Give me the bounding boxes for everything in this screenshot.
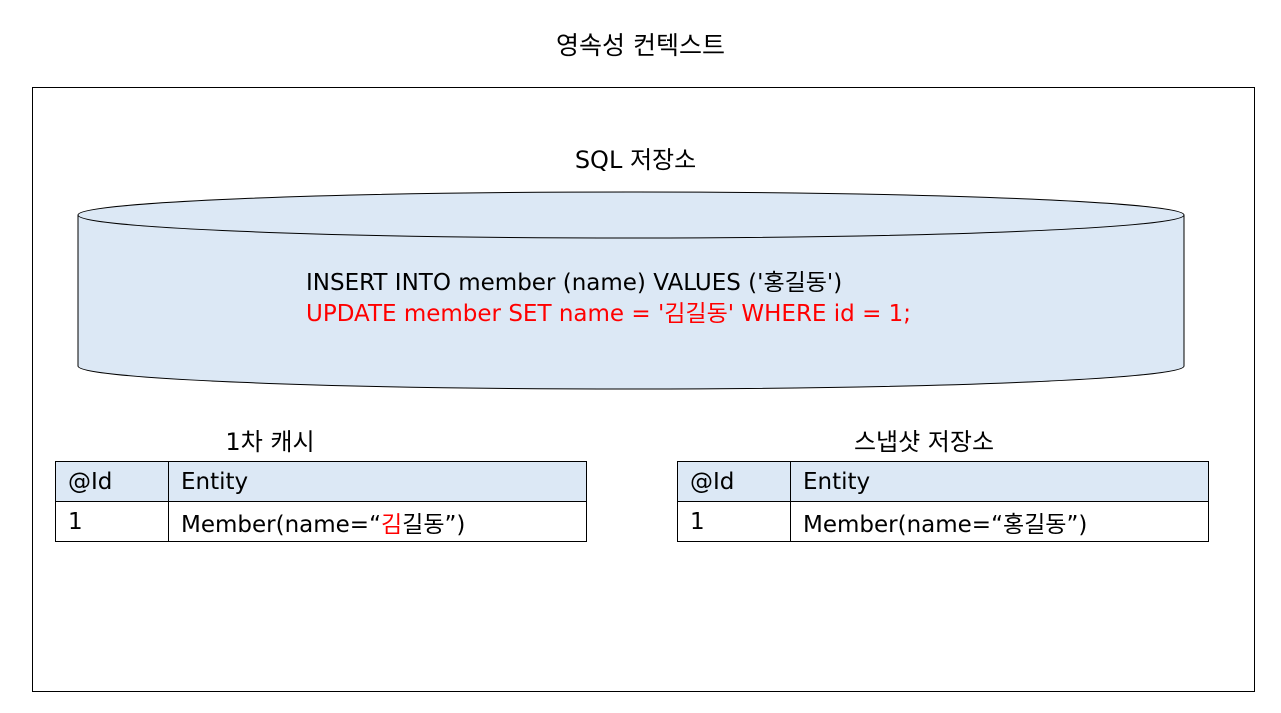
cell-entity: Member(name=“홍길동”) bbox=[790, 501, 1209, 542]
header-entity: Entity bbox=[168, 461, 587, 502]
entity-changed-char: 김 bbox=[381, 511, 403, 538]
snapshot-store-label: 스냅샷 저장소 bbox=[853, 428, 995, 456]
cell-id: 1 bbox=[677, 501, 791, 542]
table-row: 1 Member(name=“김길동”) bbox=[55, 501, 587, 542]
snapshot-store-table: @Id Entity 1 Member(name=“홍길동”) bbox=[677, 461, 1209, 542]
first-level-cache-table: @Id Entity 1 Member(name=“김길동”) bbox=[55, 461, 587, 542]
table-header-row: @Id Entity bbox=[55, 461, 587, 502]
sql-store-label: SQL 저장소 bbox=[574, 146, 697, 174]
cell-id: 1 bbox=[55, 501, 169, 542]
table-row: 1 Member(name=“홍길동”) bbox=[677, 501, 1209, 542]
table-header-row: @Id Entity bbox=[677, 461, 1209, 502]
first-level-cache-label: 1차 캐시 bbox=[225, 428, 315, 456]
sql-insert-line: INSERT INTO member (name) VALUES ('홍길동') bbox=[306, 270, 843, 296]
entity-prefix: Member(name=“ bbox=[181, 511, 381, 538]
sql-update-line: UPDATE member SET name = '김길동' WHERE id … bbox=[306, 301, 912, 327]
entity-rest: 길동 bbox=[402, 511, 445, 538]
cylinder-top bbox=[77, 191, 1185, 239]
cylinder-body bbox=[77, 215, 1185, 390]
persistence-context-frame bbox=[32, 87, 1255, 692]
sql-statements: INSERT INTO member (name) VALUES ('홍길동')… bbox=[306, 268, 911, 330]
cell-entity: Member(name=“김길동”) bbox=[168, 501, 587, 542]
entity-suffix: ”) bbox=[444, 511, 466, 538]
header-entity: Entity bbox=[790, 461, 1209, 502]
header-id: @Id bbox=[55, 461, 169, 502]
page-title: 영속성 컨텍스트 bbox=[556, 31, 725, 60]
header-id: @Id bbox=[677, 461, 791, 502]
